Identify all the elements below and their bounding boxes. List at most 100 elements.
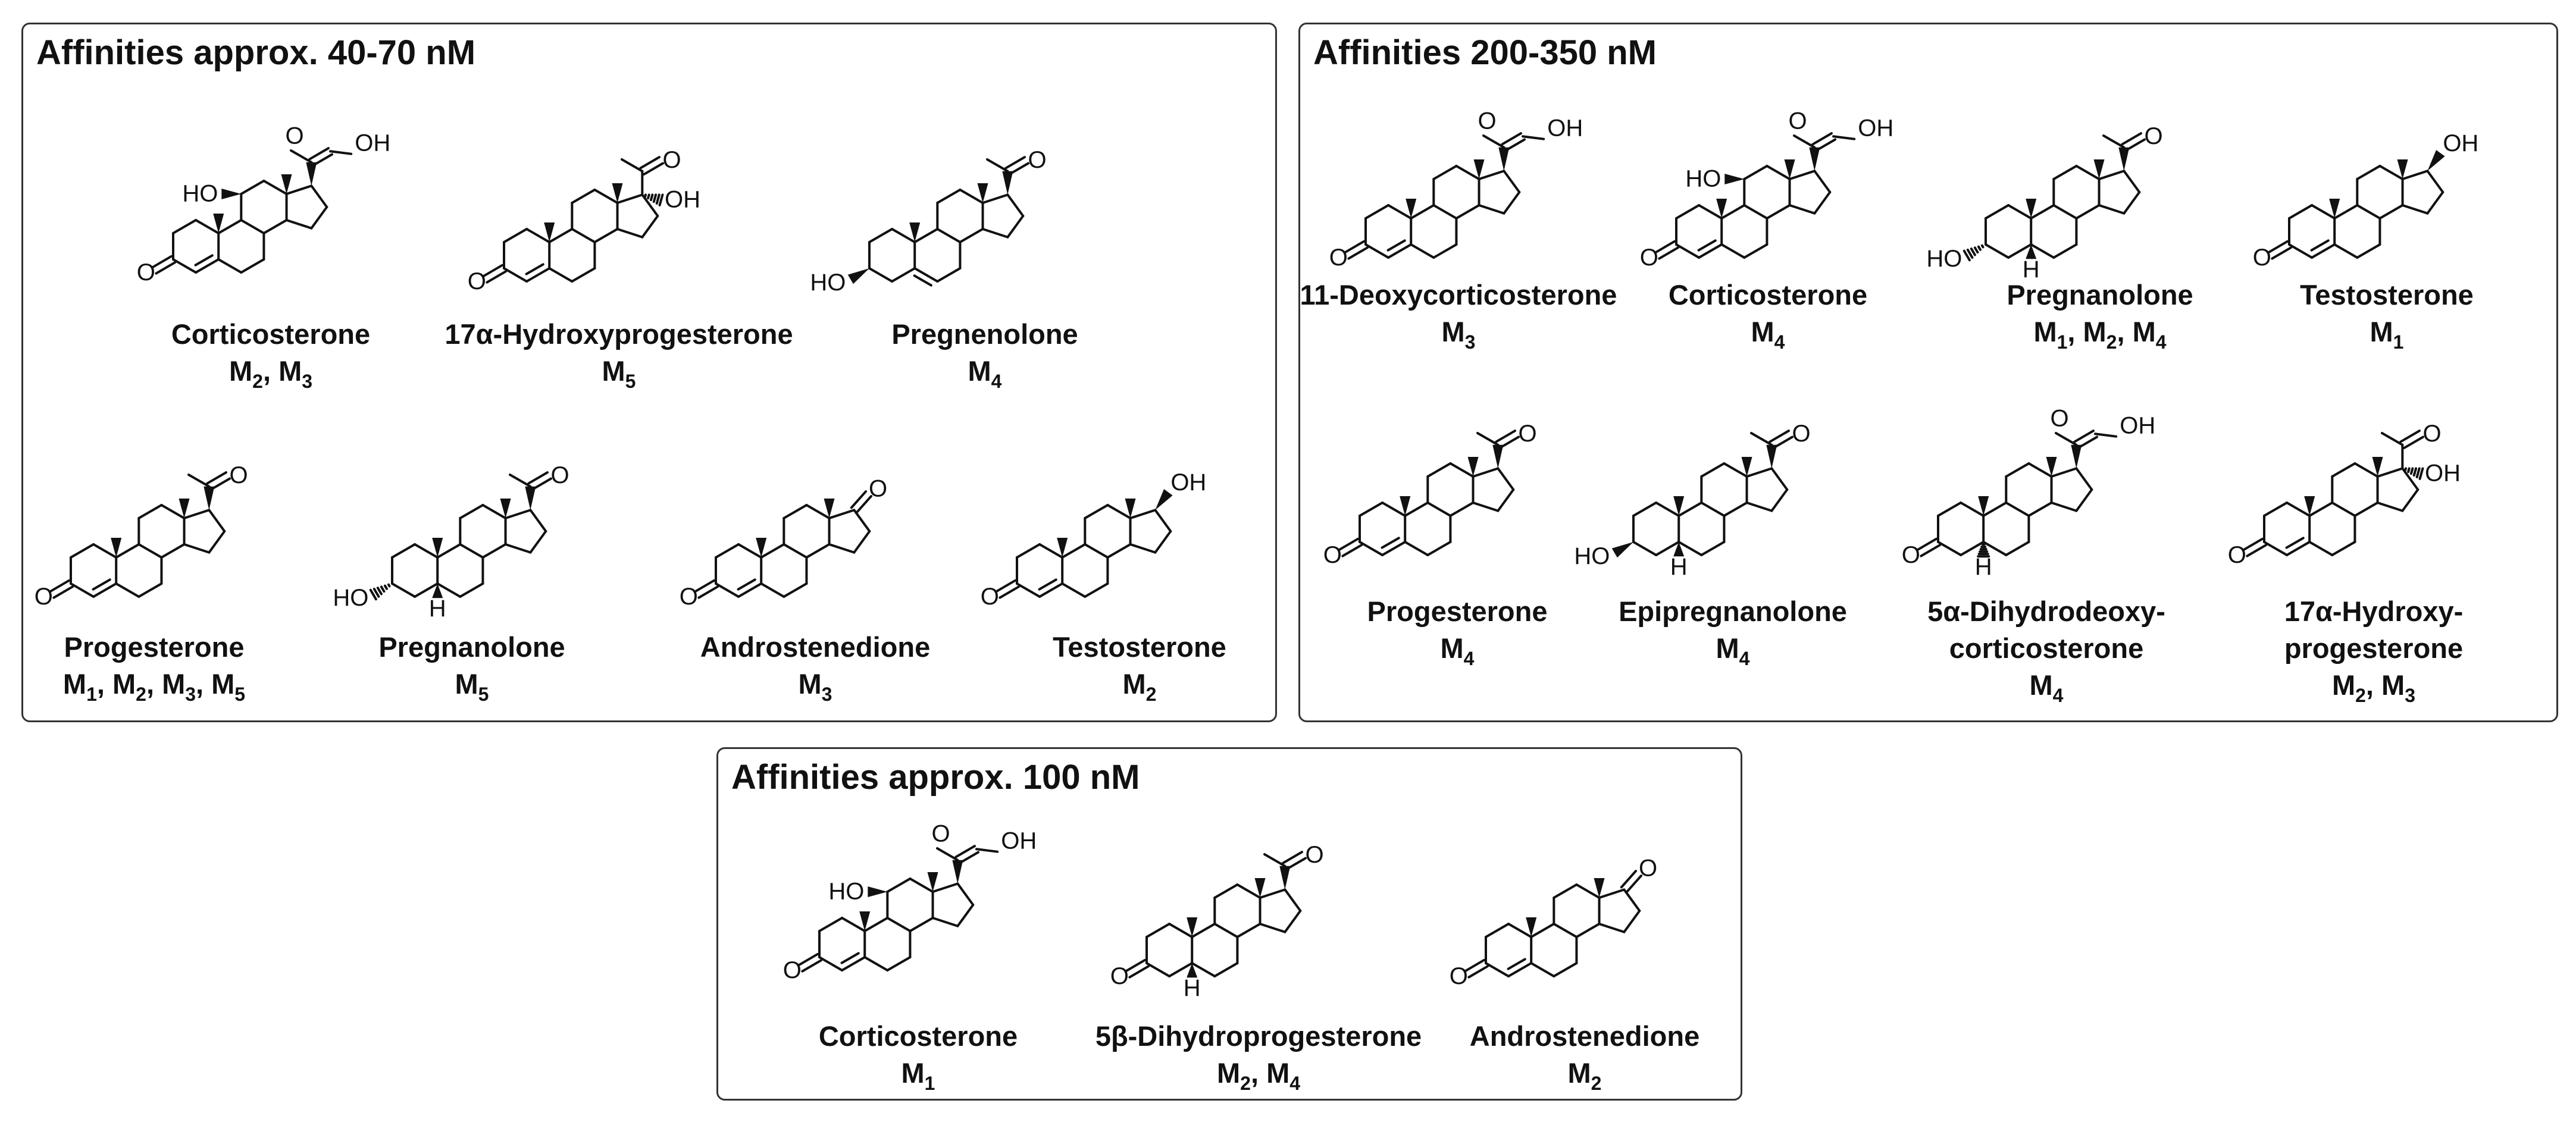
- bond: [70, 582, 95, 598]
- atom-label: OH: [1001, 828, 1037, 854]
- atom-label: O: [1518, 421, 1536, 447]
- bond: [1769, 430, 1790, 443]
- model-index: 1: [86, 684, 97, 705]
- bond: [373, 587, 380, 598]
- wedge-bond: [909, 222, 921, 242]
- atom-label: O: [1792, 421, 1810, 447]
- compound-name: Corticosterone: [171, 318, 371, 350]
- bond: [160, 504, 186, 519]
- bond: [1381, 541, 1407, 556]
- bond: [1455, 165, 1481, 180]
- bond: [1632, 541, 1658, 556]
- bond: [1191, 962, 1216, 977]
- bond: [886, 917, 912, 932]
- panel-title: Affinities approx. 100 nM: [731, 758, 1140, 797]
- bond: [1084, 543, 1109, 559]
- model-list: M2, M4: [1216, 1057, 1301, 1094]
- bond: [172, 219, 198, 234]
- atom-label: O: [137, 259, 155, 286]
- wedge-bond: [1594, 878, 1605, 898]
- bond: [2263, 541, 2289, 556]
- atom-label: H: [429, 596, 446, 622]
- bond: [92, 578, 111, 591]
- bond: [1745, 502, 1773, 512]
- wedge-bond: [952, 860, 963, 884]
- bond: [1236, 883, 1262, 899]
- model-tag: M: [162, 668, 186, 700]
- bond: [571, 267, 596, 283]
- bond: [1553, 962, 1578, 977]
- bond: [2378, 204, 2404, 220]
- bond: [1973, 246, 1979, 254]
- model-tag: M: [229, 355, 253, 387]
- bond: [999, 585, 1021, 599]
- bond: [1498, 435, 1520, 449]
- model-tag: M: [1567, 1057, 1591, 1089]
- bond: [737, 582, 763, 598]
- atom-label: O: [285, 123, 303, 149]
- compound-name: Pregnenolone: [891, 318, 1078, 350]
- bond: [1387, 243, 1413, 259]
- wedge-bond: [2046, 457, 2057, 477]
- model-list: M4: [1367, 630, 1548, 670]
- bond: [1061, 582, 1087, 598]
- bond: [909, 877, 934, 893]
- bond: [760, 582, 785, 598]
- bond: [697, 585, 719, 599]
- bond: [639, 156, 661, 170]
- wedge-bond: [544, 222, 555, 242]
- bond: [2412, 467, 2418, 477]
- bond: [1700, 462, 1726, 478]
- compound-name: Corticosterone: [818, 1020, 1018, 1052]
- bond: [527, 471, 549, 485]
- bond: [1916, 537, 1938, 551]
- bond: [183, 543, 211, 554]
- model-list: M3: [700, 666, 930, 706]
- bond: [436, 543, 462, 559]
- model-index: 2: [1240, 1073, 1251, 1094]
- bond: [886, 877, 912, 893]
- bond: [1472, 467, 1500, 478]
- bond: [115, 582, 140, 598]
- bond: [1497, 467, 1515, 491]
- atom-label: OH: [1170, 469, 1206, 496]
- bond: [1432, 165, 1458, 180]
- bond: [2007, 243, 2033, 259]
- model-tag: M: [62, 668, 87, 700]
- model-tag: M: [1751, 316, 1774, 347]
- model-index: 1: [924, 1073, 935, 1094]
- bond: [1387, 204, 1413, 220]
- bond: [2027, 462, 2053, 478]
- bond: [1038, 582, 1064, 598]
- bond: [828, 543, 856, 554]
- wedge-bond: [179, 499, 190, 518]
- bond: [641, 193, 659, 217]
- bond: [1038, 578, 1057, 591]
- wedge-bond: [1400, 496, 1411, 516]
- bond: [1426, 502, 1452, 517]
- bond: [2331, 541, 2356, 556]
- bond: [886, 956, 912, 971]
- bond: [1788, 204, 1816, 215]
- bond: [1006, 215, 1025, 239]
- bond: [936, 228, 962, 243]
- model-list: M2: [1470, 1055, 1699, 1095]
- bond: [1658, 246, 1680, 260]
- atom-label: O: [1028, 147, 1046, 173]
- bond: [183, 509, 211, 519]
- bond: [2308, 502, 2334, 517]
- atom-label: OH: [2120, 412, 2155, 438]
- bond: [2098, 170, 2126, 180]
- bond: [1084, 504, 1109, 519]
- bond: [1982, 502, 2008, 517]
- compound-name: Testosterone: [1053, 631, 1226, 663]
- bond: [2353, 502, 2379, 517]
- wedge-bond: [2026, 245, 2037, 259]
